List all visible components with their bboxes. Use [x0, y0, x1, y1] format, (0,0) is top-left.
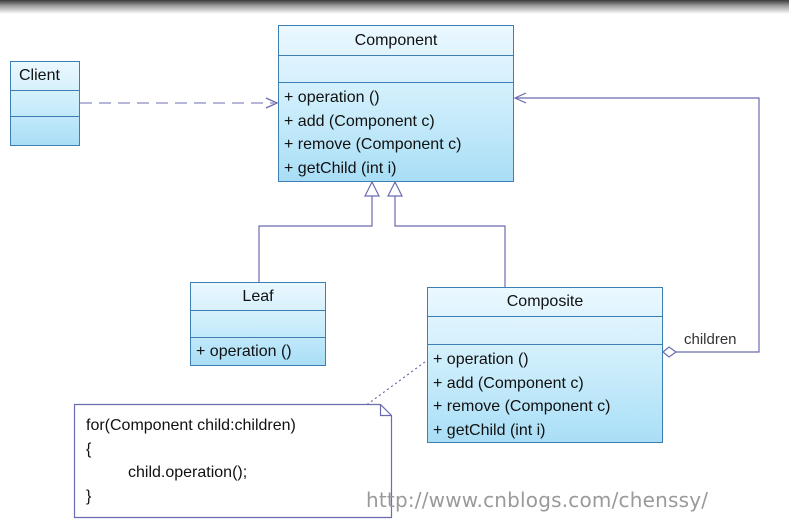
note-line: {: [86, 440, 92, 458]
composite-operation: + operation (): [433, 351, 529, 368]
composite-generalization-line: [394, 196, 506, 287]
watermark: http://www.cnblogs.com/chenssy/: [366, 488, 709, 512]
note-line: }: [86, 487, 92, 505]
composite-attributes: [428, 317, 662, 345]
composite-generalization-arrowhead: [387, 180, 403, 197]
note-line: child.operation();: [128, 464, 248, 481]
note-line: for(Component child:children): [86, 417, 296, 434]
aggregation-diamond: [662, 346, 678, 358]
client-attributes: [11, 91, 79, 117]
note-text: for(Component child:children) { child.op…: [86, 414, 296, 508]
top-shadow: [0, 0, 789, 14]
component-class-name: Component: [279, 26, 513, 56]
component-attributes: [279, 56, 513, 83]
component-operation: + remove (Component c): [284, 136, 462, 153]
composite-operation: + add (Component c): [433, 374, 584, 392]
leaf-class: Leaf + operation (): [190, 282, 326, 366]
leaf-operation: + operation (): [196, 343, 292, 360]
composite-class: Composite + operation () + add (Componen…: [427, 287, 663, 443]
leaf-operations: + operation (): [191, 338, 325, 364]
component-operation: + getChild (int i): [284, 159, 397, 177]
association-label: children: [684, 331, 737, 348]
dependency-arrowhead: [265, 97, 279, 109]
note-anchor-line: [360, 355, 434, 410]
leaf-generalization-arrowhead: [364, 180, 380, 197]
client-class-name: Client: [11, 62, 79, 91]
component-operation: + add (Component c): [284, 112, 435, 130]
component-class: Component + operation () + add (Componen…: [278, 25, 514, 182]
leaf-generalization-line: [258, 196, 373, 282]
aggregation-arrowhead: [513, 92, 527, 104]
component-operation: + operation (): [284, 89, 380, 106]
client-class: Client: [10, 61, 80, 146]
aggregation-line: [516, 97, 760, 353]
component-operations: + operation () + add (Component c) + rem…: [279, 83, 513, 180]
composite-class-name: Composite: [428, 288, 662, 317]
note-fold: [379, 404, 392, 417]
note-shape: [73, 403, 393, 519]
leaf-attributes: [191, 311, 325, 338]
composite-operations: + operation () + add (Component c) + rem…: [428, 345, 662, 442]
leaf-class-name: Leaf: [191, 283, 325, 311]
composite-operation: + remove (Component c): [433, 398, 611, 415]
composite-operation: + getChild (int i): [433, 421, 546, 439]
